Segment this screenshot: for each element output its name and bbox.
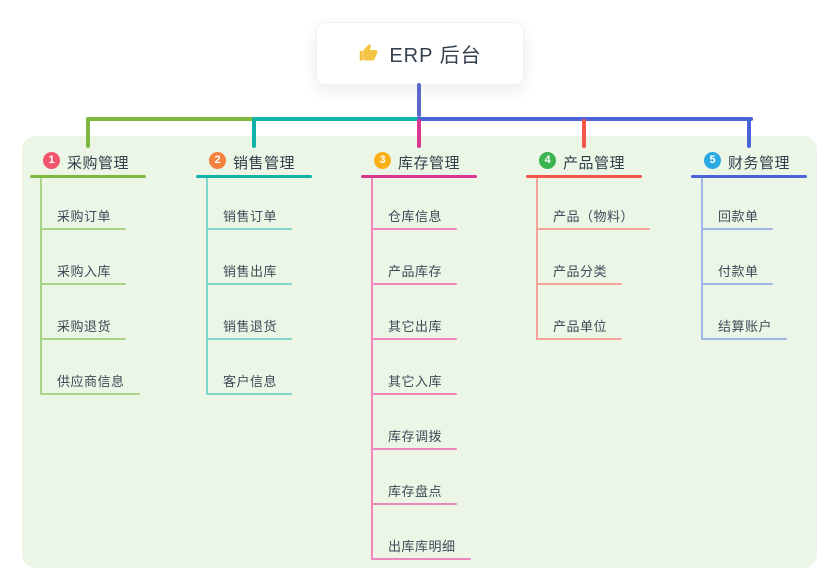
branch-index-badge: 1 xyxy=(43,152,60,169)
trunk-line-purchase xyxy=(86,117,256,121)
child-title: 销售出库 xyxy=(223,264,278,279)
child-underline xyxy=(371,558,471,560)
child-title: 付款单 xyxy=(718,264,759,279)
child-title: 库存调拨 xyxy=(388,429,443,444)
child-title: 仓库信息 xyxy=(388,209,443,224)
child-spine-line xyxy=(371,178,373,560)
child-title: 销售订单 xyxy=(223,209,278,224)
branch-title: 财务管理 xyxy=(728,155,791,172)
thumbs-up-icon xyxy=(360,43,378,61)
branch-underline xyxy=(196,175,312,178)
child-spine-line xyxy=(206,178,208,395)
child-underline xyxy=(40,283,126,285)
branch-index-badge: 4 xyxy=(539,152,556,169)
child-underline xyxy=(701,338,787,340)
child-title: 结算账户 xyxy=(718,319,773,334)
child-underline xyxy=(40,393,140,395)
child-title: 采购退货 xyxy=(57,319,112,334)
branch-drop-line xyxy=(86,119,90,148)
child-underline xyxy=(206,338,292,340)
child-underline xyxy=(536,338,622,340)
trunk-line-sales xyxy=(252,117,421,121)
branch-drop-line xyxy=(417,119,421,148)
child-underline xyxy=(371,338,457,340)
child-title: 产品（物料） xyxy=(553,209,635,224)
branch-index-badge: 2 xyxy=(209,152,226,169)
branch-drop-line xyxy=(582,119,586,148)
child-title: 出库库明细 xyxy=(388,539,456,554)
branch-underline xyxy=(30,175,146,178)
branch-index-badge: 5 xyxy=(704,152,721,169)
branches-background-panel xyxy=(22,136,817,568)
child-spine-line xyxy=(40,178,42,395)
child-title: 采购入库 xyxy=(57,264,112,279)
child-underline xyxy=(371,283,457,285)
child-title: 产品单位 xyxy=(553,319,608,334)
child-underline xyxy=(206,393,292,395)
child-underline xyxy=(206,283,292,285)
branch-drop-line xyxy=(747,119,751,148)
child-title: 回款单 xyxy=(718,209,759,224)
branch-title: 销售管理 xyxy=(233,155,296,172)
child-spine-line xyxy=(536,178,538,340)
root-node[interactable]: ERP 后台 xyxy=(316,22,524,85)
branch-underline xyxy=(526,175,642,178)
child-title: 产品分类 xyxy=(553,264,608,279)
child-underline xyxy=(206,228,292,230)
branch-title: 产品管理 xyxy=(563,155,626,172)
child-underline xyxy=(536,228,650,230)
root-connector-line xyxy=(417,83,421,117)
branch-underline xyxy=(361,175,477,178)
child-title: 产品库存 xyxy=(388,264,443,279)
child-title: 销售退货 xyxy=(223,319,278,334)
child-underline xyxy=(40,228,126,230)
child-underline xyxy=(371,448,457,450)
branch-title: 库存管理 xyxy=(398,155,461,172)
child-title: 采购订单 xyxy=(57,209,112,224)
child-spine-line xyxy=(701,178,703,340)
branch-title: 采购管理 xyxy=(67,155,130,172)
branch-underline xyxy=(691,175,807,178)
branch-drop-line xyxy=(252,119,256,148)
child-title: 其它入库 xyxy=(388,374,443,389)
child-underline xyxy=(701,283,773,285)
child-title: 其它出库 xyxy=(388,319,443,334)
child-title: 供应商信息 xyxy=(57,374,125,389)
child-underline xyxy=(371,393,457,395)
child-underline xyxy=(371,228,457,230)
child-underline xyxy=(40,338,126,340)
child-title: 库存盘点 xyxy=(388,484,443,499)
child-underline xyxy=(701,228,773,230)
child-underline xyxy=(536,283,622,285)
root-title: ERP 后台 xyxy=(389,45,482,67)
branch-index-badge: 3 xyxy=(374,152,391,169)
child-underline xyxy=(371,503,457,505)
child-title: 客户信息 xyxy=(223,374,278,389)
